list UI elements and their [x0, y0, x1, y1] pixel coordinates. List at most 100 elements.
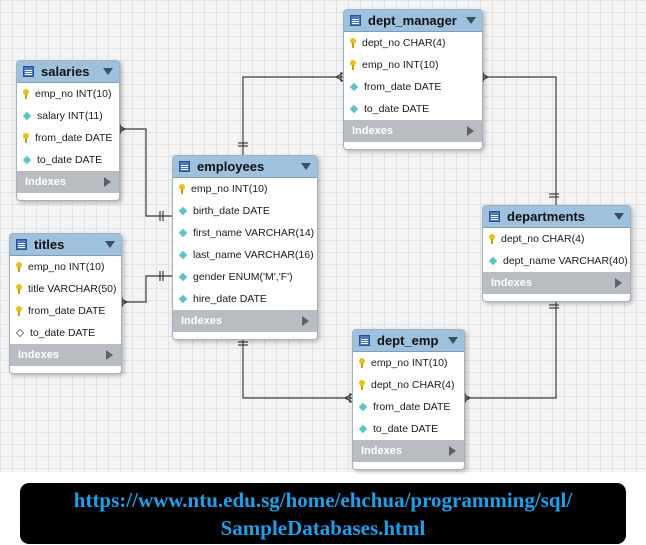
table-icon — [359, 335, 370, 346]
indexes-section[interactable]: Indexes — [483, 272, 630, 294]
table-dept-emp[interactable]: dept_emp emp_no INT(10) dept_no CHAR(4) fro… — [352, 329, 465, 470]
primary-key-icon — [23, 133, 29, 143]
column-row[interactable]: dept_no CHAR(4) — [483, 228, 630, 250]
expand-arrow-icon[interactable] — [467, 126, 474, 136]
column-row[interactable]: emp_no INT(10) — [344, 54, 482, 76]
column-label: emp_no INT(10) — [35, 88, 112, 100]
primary-key-icon — [23, 89, 29, 99]
rel-departments-dept-manager — [481, 76, 557, 205]
column-label: dept_no CHAR(4) — [501, 233, 585, 245]
column-icon — [178, 250, 188, 260]
column-row[interactable]: to_date DATE — [10, 322, 121, 344]
collapse-caret-icon[interactable] — [105, 241, 115, 248]
column-label: emp_no INT(10) — [191, 183, 268, 195]
table-title: employees — [197, 159, 265, 174]
indexes-label: Indexes — [25, 176, 66, 188]
table-header[interactable]: dept_emp — [353, 330, 464, 352]
column-label: to_date DATE — [30, 327, 96, 339]
table-icon — [350, 15, 361, 26]
url-line-1: https://www.ntu.edu.sg/home/ehchua/progr… — [73, 487, 573, 512]
column-row[interactable]: to_date DATE — [344, 98, 482, 120]
source-url-banner[interactable]: https://www.ntu.edu.sg/home/ehchua/progr… — [20, 483, 626, 544]
column-icon — [349, 104, 359, 114]
column-label: title VARCHAR(50) — [28, 283, 117, 295]
column-row[interactable]: hire_date DATE — [173, 288, 317, 310]
indexes-label: Indexes — [491, 277, 532, 289]
column-icon — [488, 256, 498, 266]
column-label: dept_no CHAR(4) — [362, 37, 446, 49]
indexes-section[interactable]: Indexes — [10, 344, 121, 366]
collapse-caret-icon[interactable] — [448, 337, 458, 344]
table-header[interactable]: titles — [10, 234, 121, 256]
column-row[interactable]: gender ENUM('M','F') — [173, 266, 317, 288]
column-label: from_date DATE — [373, 401, 451, 413]
column-icon — [349, 82, 359, 92]
column-row[interactable]: from_date DATE — [17, 127, 119, 149]
column-label: gender ENUM('M','F') — [193, 271, 293, 283]
column-row[interactable]: from_date DATE — [353, 396, 464, 418]
table-header[interactable]: departments — [483, 206, 630, 228]
column-label: dept_name VARCHAR(40) — [503, 255, 628, 267]
table-departments[interactable]: departments dept_no CHAR(4) dept_name VARC… — [482, 205, 631, 302]
primary-key-icon — [16, 262, 22, 272]
indexes-section[interactable]: Indexes — [17, 171, 119, 193]
table-title: salaries — [41, 64, 90, 79]
indexes-section[interactable]: Indexes — [344, 120, 482, 142]
indexes-section[interactable]: Indexes — [173, 310, 317, 332]
column-icon — [178, 228, 188, 238]
column-icon — [358, 424, 368, 434]
primary-key-icon — [359, 358, 365, 368]
url-line-2: SampleDatabases.html — [220, 515, 426, 540]
table-titles[interactable]: titles emp_no INT(10) title VARCHAR(50) fro… — [9, 233, 122, 374]
column-label: birth_date DATE — [193, 205, 270, 217]
collapse-caret-icon[interactable] — [103, 68, 113, 75]
column-icon — [178, 294, 188, 304]
column-label: to_date DATE — [37, 154, 103, 166]
primary-key-icon — [16, 306, 22, 316]
column-row[interactable]: salary INT(11) — [17, 105, 119, 127]
column-row[interactable]: emp_no INT(10) — [17, 83, 119, 105]
primary-key-icon — [489, 234, 495, 244]
table-header[interactable]: salaries — [17, 61, 119, 83]
column-row[interactable]: from_date DATE — [10, 300, 121, 322]
column-row[interactable]: emp_no INT(10) — [10, 256, 121, 278]
indexes-label: Indexes — [18, 349, 59, 361]
column-row[interactable]: birth_date DATE — [173, 200, 317, 222]
column-label: emp_no INT(10) — [371, 357, 448, 369]
column-label: emp_no INT(10) — [28, 261, 105, 273]
rel-employees-salaries — [118, 128, 172, 217]
collapse-caret-icon[interactable] — [466, 17, 476, 24]
column-row[interactable]: dept_no CHAR(4) — [344, 32, 482, 54]
primary-key-icon — [350, 38, 356, 48]
collapse-caret-icon[interactable] — [301, 163, 311, 170]
table-header[interactable]: employees — [173, 156, 317, 178]
table-header[interactable]: dept_manager — [344, 10, 482, 32]
column-row[interactable]: emp_no INT(10) — [173, 178, 317, 200]
column-label: from_date DATE — [28, 305, 106, 317]
column-row[interactable]: first_name VARCHAR(14) — [173, 222, 317, 244]
rel-employees-dept-manager — [242, 76, 343, 155]
rel-employees-dept-emp — [242, 338, 352, 399]
column-row[interactable]: title VARCHAR(50) — [10, 278, 121, 300]
expand-arrow-icon[interactable] — [449, 446, 456, 456]
table-dept-manager[interactable]: dept_manager dept_no CHAR(4) emp_no INT(10… — [343, 9, 483, 150]
column-row[interactable]: to_date DATE — [353, 418, 464, 440]
table-title: dept_manager — [368, 13, 457, 28]
indexes-label: Indexes — [181, 315, 222, 327]
table-salaries[interactable]: salaries emp_no INT(10) salary INT(11)from… — [16, 60, 120, 201]
collapse-caret-icon[interactable] — [614, 213, 624, 220]
column-row[interactable]: to_date DATE — [17, 149, 119, 171]
expand-arrow-icon[interactable] — [104, 177, 111, 187]
table-employees[interactable]: employees emp_no INT(10) birth_date DATE fi… — [172, 155, 318, 340]
primary-key-icon — [359, 380, 365, 390]
expand-arrow-icon[interactable] — [106, 350, 113, 360]
column-row[interactable]: from_date DATE — [344, 76, 482, 98]
column-row[interactable]: dept_no CHAR(4) — [353, 374, 464, 396]
expand-arrow-icon[interactable] — [302, 316, 309, 326]
column-row[interactable]: dept_name VARCHAR(40) — [483, 250, 630, 272]
column-row[interactable]: emp_no INT(10) — [353, 352, 464, 374]
indexes-label: Indexes — [352, 125, 393, 137]
indexes-section[interactable]: Indexes — [353, 440, 464, 462]
expand-arrow-icon[interactable] — [615, 278, 622, 288]
column-row[interactable]: last_name VARCHAR(16) — [173, 244, 317, 266]
